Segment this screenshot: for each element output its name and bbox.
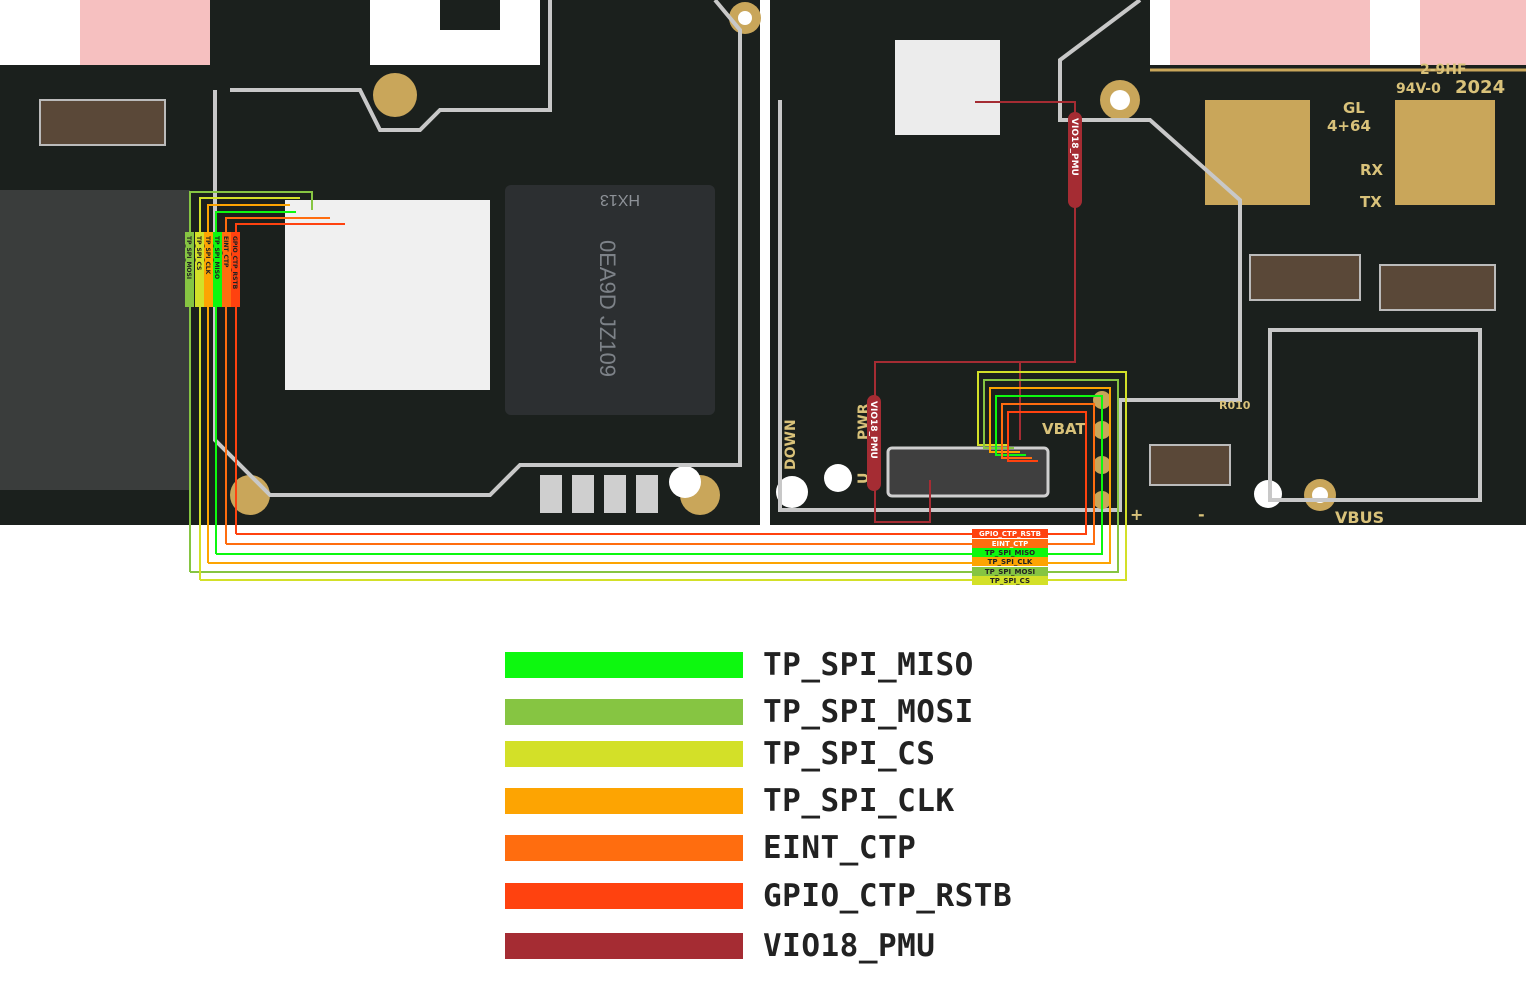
down-label: DOWN (783, 419, 799, 470)
gl-label: GL (1343, 99, 1365, 117)
cpu-chip: HX13 0EA9D JZ109 (505, 185, 715, 415)
bga-pads-main (285, 40, 1000, 390)
legend-swatch (505, 883, 743, 909)
legend-label: TP_SPI_CS (763, 736, 936, 772)
legend-label: VIO18_PMU (763, 928, 936, 964)
right-pin-tags: GPIO_CTP_RSTB EINT_CTP TP_SPI_MISO TP_SP… (972, 529, 1048, 585)
gl-layers-label: 4+64 (1327, 117, 1371, 135)
legend-item: TP_SPI_CLK (505, 783, 955, 819)
legend-label: EINT_CTP (763, 830, 917, 866)
left-tag-cs: TP_SPI_CS (195, 236, 202, 270)
legend-swatch (505, 652, 743, 678)
legend-item: TP_SPI_CS (505, 736, 935, 772)
signal-traces (189, 191, 1127, 581)
left-tag-miso: TP_SPI_MISO (213, 236, 220, 279)
pcb-board-diagram: HX13 0EA9D JZ109 DOWN PWR U VBAT VBUS + (0, 0, 1526, 585)
right-tag-clk: TP_SPI_CLK (988, 558, 1033, 566)
legend-item: GPIO_CTP_RSTB (505, 878, 1012, 914)
legend-swatch (505, 835, 743, 861)
legend: TP_SPI_MISO TP_SPI_MOSI TP_SPI_CS TP_SPI… (505, 640, 1205, 980)
board-connectors (39, 99, 1496, 486)
vio18-tags: VIO18_PMU VIO18_PMU (867, 112, 1082, 491)
vio18-tag-upper: VIO18_PMU (1069, 118, 1079, 176)
r010-label: R010 (1219, 399, 1251, 412)
legend-item: EINT_CTP (505, 830, 916, 866)
tx-label: TX (1360, 193, 1382, 211)
legend-item: VIO18_PMU (505, 928, 935, 964)
right-tag-rstb: GPIO_CTP_RSTB (979, 530, 1041, 538)
right-tag-cs: TP_SPI_CS (990, 577, 1030, 585)
vbat-label: VBAT (1042, 420, 1086, 438)
vbus-label: VBUS (1335, 508, 1384, 527)
legend-label: GPIO_CTP_RSTB (763, 878, 1013, 914)
cpu-chip-label: HX13 (600, 191, 640, 208)
right-tag-eint: EINT_CTP (992, 540, 1029, 548)
left-tag-rstb: GPIO_CTP_RSTB (231, 236, 238, 290)
plus-label: + (1130, 505, 1143, 524)
pcb-year-label: 2024 (1455, 77, 1505, 98)
left-tag-clk: TP_SPI_CLK (204, 236, 211, 275)
left-tag-mosi: TP_SPI_MOSI (185, 236, 192, 279)
legend-item: TP_SPI_MOSI (505, 694, 974, 730)
left-pin-tags: TP_SPI_MOSI TP_SPI_CS TP_SPI_CLK TP_SPI_… (185, 232, 240, 307)
shield-outline (213, 0, 1482, 512)
legend-swatch (505, 699, 743, 725)
pcb-right-section (770, 0, 1526, 525)
minus-label: - (1198, 505, 1205, 524)
pcb-rating-label: 94V-0 (1396, 81, 1441, 97)
pcb-code-label: 2-9HF (1420, 62, 1467, 78)
vio18-tag-lower: VIO18_PMU (868, 401, 878, 459)
vio18-traces (874, 101, 1076, 523)
legend-item: TP_SPI_MISO (505, 647, 974, 683)
u-label: U (856, 473, 872, 484)
right-tag-miso: TP_SPI_MISO (985, 549, 1035, 557)
left-tag-eint: EINT_CTP (222, 236, 229, 268)
legend-swatch (505, 741, 743, 767)
legend-swatch (505, 788, 743, 814)
legend-label: TP_SPI_MOSI (763, 694, 974, 730)
legend-label: TP_SPI_CLK (763, 783, 955, 819)
test-pads (540, 475, 658, 513)
legend-swatch (505, 933, 743, 959)
cpu-chip-marking: 0EA9D JZ109 (595, 240, 620, 377)
legend-label: TP_SPI_MISO (763, 647, 974, 683)
rx-label: RX (1360, 161, 1384, 179)
right-tag-mosi: TP_SPI_MOSI (985, 568, 1035, 576)
